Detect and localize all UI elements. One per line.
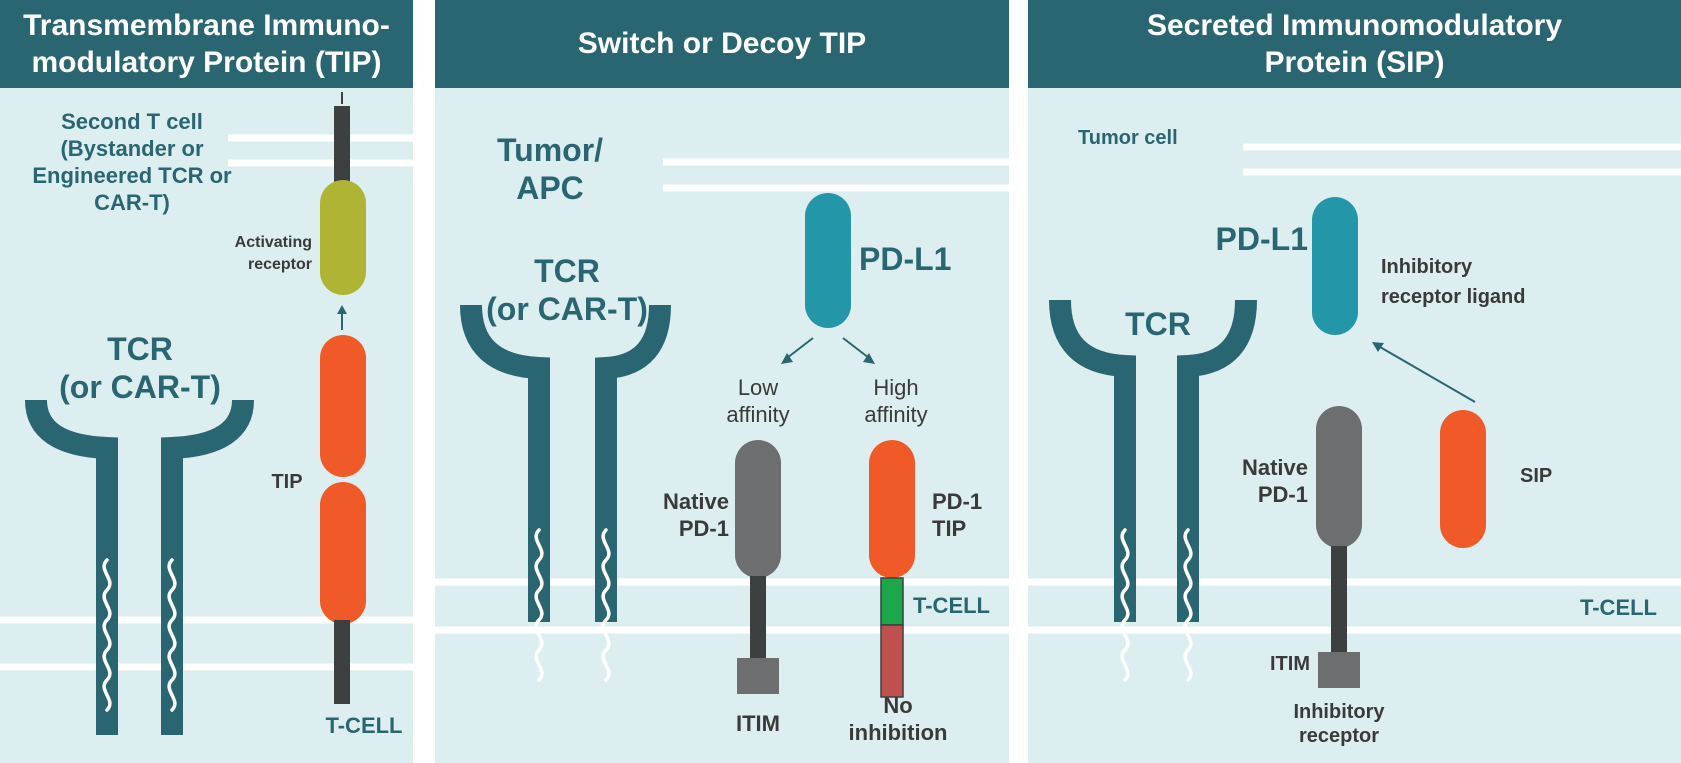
panel-sip-title-line2: Protein (SIP) <box>1264 46 1445 79</box>
native-pd1-stem <box>1331 546 1347 654</box>
activation-arrowhead <box>337 305 347 314</box>
sip-binding-arrow <box>1379 346 1476 403</box>
native-pd1-stem <box>750 576 766 660</box>
inhibitory-receptor-ligand-label: Inhibitory receptor ligand <box>1381 256 1526 308</box>
activating-receptor <box>320 180 366 295</box>
itim-label: ITIM <box>1270 653 1310 675</box>
panel-tip-header: Transmembrane Immuno- modulatory Protein… <box>0 0 413 88</box>
tcr-receptor <box>25 399 254 735</box>
second-t-cell-label: Second T cell (Bystander or Engineered T… <box>32 109 232 215</box>
native-pd1 <box>1316 406 1362 548</box>
native-pd1-label: Native PD-1 <box>1241 455 1308 507</box>
tcr-signal-wave <box>102 558 177 712</box>
green-segment <box>880 577 904 626</box>
native-pd1-label: Native PD-1 <box>662 489 729 541</box>
tcr-signal-wave <box>534 528 611 682</box>
t-cell-label: T-CELL <box>913 593 990 618</box>
panel-switch-decoy-title: Switch or Decoy TIP <box>577 27 867 61</box>
inhibitory-receptor-label: Inhibitory receptor <box>1293 701 1385 747</box>
panel-sip: Secreted Immunomodulatory Protein (SIP) <box>1028 0 1681 763</box>
panel-sip-header: Secreted Immunomodulatory Protein (SIP) <box>1028 0 1681 88</box>
pd1-tip-label: PD-1 TIP <box>932 489 983 541</box>
tcr-receptor <box>1049 299 1257 622</box>
sip-protein <box>1440 410 1486 548</box>
panel-switch-decoy-header: Switch or Decoy TIP <box>435 0 1009 88</box>
native-pd1 <box>735 440 781 578</box>
pd-l1-label: PD-L1 <box>1215 221 1308 257</box>
panel-sip-diagram <box>1028 143 1681 688</box>
high-affinity-arrowhead <box>863 353 875 364</box>
panel-tip-diagram <box>0 92 413 735</box>
panel-switch-decoy: Switch or Decoy TIP Tumor <box>435 0 1009 763</box>
low-affinity-arrow <box>786 337 814 359</box>
low-affinity-label: Low affinity <box>726 375 790 427</box>
panel-tip: Transmembrane Immuno- modulatory Protein… <box>0 0 413 763</box>
tcr-receptor <box>460 304 671 622</box>
high-affinity-arrow <box>842 337 870 359</box>
panel-sip-title-line1: Secreted Immunomodulatory <box>1146 8 1563 42</box>
t-cell-label: T-CELL <box>1580 595 1657 620</box>
tip-domain-bottom <box>320 482 366 624</box>
red-segment <box>880 624 904 698</box>
high-affinity-label: High affinity <box>864 375 928 427</box>
panel-tip-title-line2: modulatory Protein (TIP) <box>31 46 382 79</box>
tip-label: TIP <box>271 471 303 493</box>
activating-receptor-label: Activating receptor <box>234 234 312 273</box>
itim-label: ITIM <box>736 711 780 736</box>
low-affinity-arrowhead <box>781 353 793 364</box>
tcr-label: TCR (or CAR-T) <box>486 253 648 327</box>
tcr-label: TCR (or CAR-T) <box>59 331 221 405</box>
pd-l1-label: PD-L1 <box>859 241 952 277</box>
panel-tip-title-line1: Transmembrane Immuno- <box>23 8 390 42</box>
receptor-stem <box>334 106 350 186</box>
tumor-cell-label: Tumor cell <box>1078 127 1178 149</box>
t-cell-label: T-CELL <box>325 713 403 738</box>
itim-block <box>1318 652 1360 688</box>
pd-l1-ligand <box>805 193 851 328</box>
no-inhibition-label: No inhibition <box>848 693 948 745</box>
tcr-signal-wave <box>1120 528 1193 682</box>
itim-block <box>737 658 779 694</box>
tumor-apc-label: Tumor/ APC <box>496 132 604 206</box>
pd1-tip <box>869 440 915 578</box>
panel-switch-decoy-diagram <box>435 158 1009 698</box>
tcr-label: TCR <box>1125 306 1191 342</box>
sip-binding-arrowhead <box>1372 342 1384 352</box>
tip-stem <box>334 620 350 704</box>
sip-label: SIP <box>1520 465 1553 487</box>
pd-l1-ligand <box>1312 197 1358 335</box>
tip-domain-top <box>320 335 366 477</box>
